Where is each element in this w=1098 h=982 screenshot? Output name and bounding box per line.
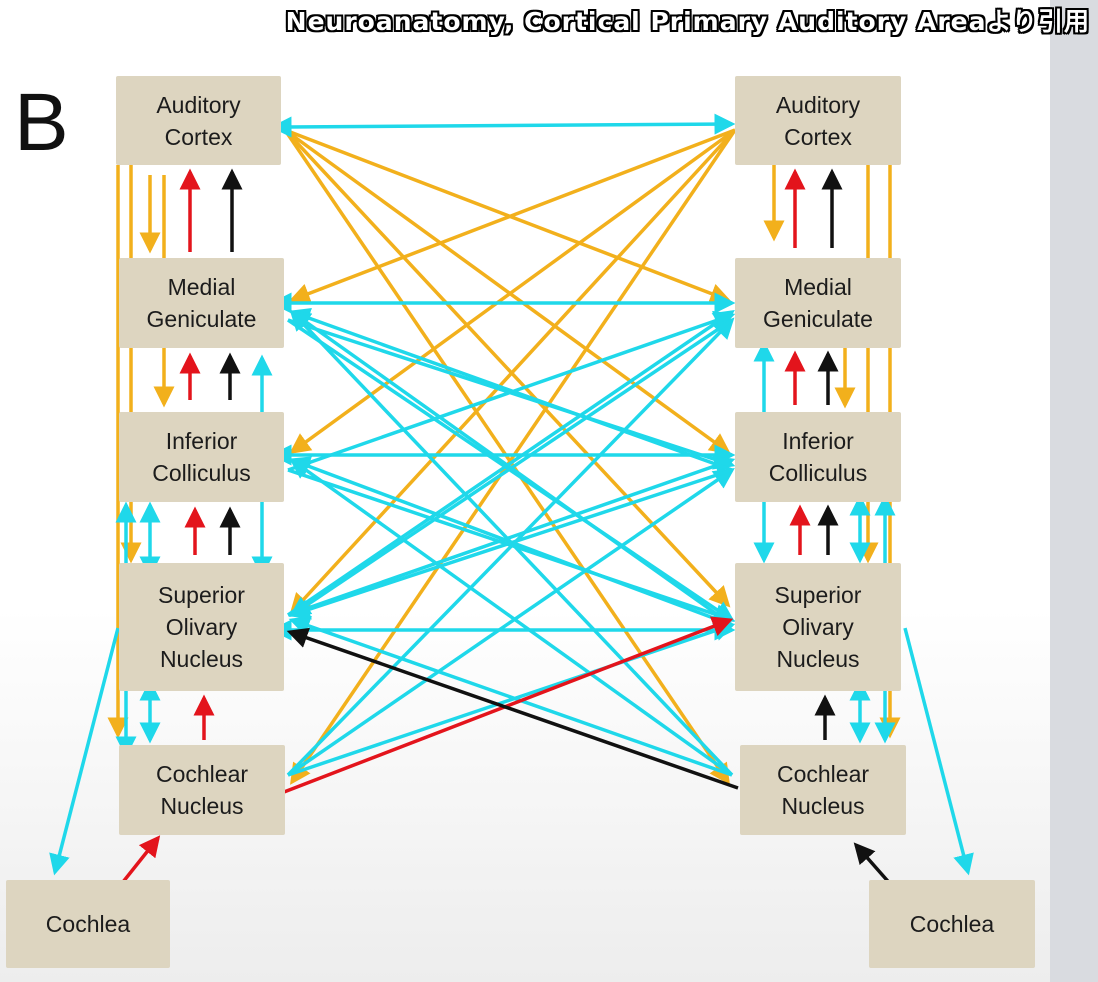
cyan-arrow-25 (289, 457, 734, 777)
cyan-arrow-27 (289, 318, 733, 617)
cyan-arrow-46 (49, 627, 120, 876)
cyan-arrow-19 (287, 468, 735, 777)
panel-label: B (14, 77, 69, 168)
cyan-arrow-64 (903, 627, 974, 876)
left-cochlear-nucleus-box: Cochlear Nucleus (119, 745, 285, 835)
cyan-arrow-16 (287, 310, 735, 617)
cyan-arrow-18 (286, 317, 735, 777)
cyan-arrow-8 (270, 113, 736, 138)
left-superior-olivary-box: Superior Olivary Nucleus (119, 563, 284, 691)
orange-arrow-5 (289, 128, 737, 455)
orange-arrow-4 (288, 128, 736, 304)
cyan-arrow-28 (288, 468, 733, 620)
orange-arrow-2 (283, 128, 731, 608)
cyan-arrow-17 (287, 455, 736, 617)
pathway-arrows (49, 113, 974, 894)
left-auditory-cortex-box: Auditory Cortex (116, 76, 281, 165)
right-cochlea-box: Cochlea (869, 880, 1035, 968)
right-superior-olivary-box: Superior Olivary Nucleus (735, 563, 901, 691)
cyan-arrow-26 (288, 615, 733, 777)
orange-arrow-0 (284, 128, 732, 304)
source-caption: Neuroanatomy, Cortical Primary Auditory … (285, 7, 1090, 36)
left-medial-geniculate-box: Medial Geniculate (119, 258, 284, 348)
orange-arrow-6 (289, 128, 737, 615)
black-arrow-30 (286, 627, 739, 790)
right-medial-geniculate-box: Medial Geniculate (735, 258, 901, 348)
right-auditory-cortex-box: Auditory Cortex (735, 76, 901, 165)
right-inferior-colliculus-box: Inferior Colliculus (735, 412, 901, 502)
left-cochlea-box: Cochlea (6, 880, 170, 968)
left-inferior-colliculus-box: Inferior Colliculus (119, 412, 284, 502)
cyan-arrow-20 (287, 620, 736, 777)
orange-arrow-1 (283, 128, 731, 455)
cyan-arrow-14 (287, 310, 736, 472)
side-strip (1050, 0, 1098, 982)
right-cochlear-nucleus-box: Cochlear Nucleus (740, 745, 906, 835)
cyan-arrow-21 (288, 308, 733, 472)
